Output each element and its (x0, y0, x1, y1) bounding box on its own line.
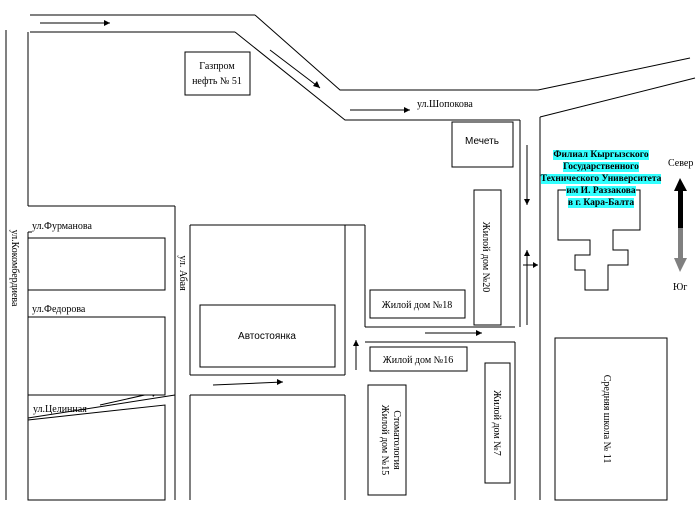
university-label-line5: в г. Кара-Балта (567, 198, 635, 208)
building-gazprom: Газпром нефть № 51 (184, 51, 251, 96)
road-celinnaya-lower (27, 394, 176, 419)
road-top-right-lower (539, 77, 696, 118)
block-fedorova-celinnaya (27, 316, 166, 396)
compass-south-arrow-icon (674, 228, 687, 272)
gazprom-label-1: Газпром (199, 61, 235, 72)
university-building (557, 189, 641, 291)
building-house-16: Жилой дом №16 (369, 346, 468, 372)
arrow-east-right-head (533, 262, 538, 268)
street-label-fedorova: ул.Федорова (32, 304, 86, 315)
compass: Север Юг (668, 158, 693, 293)
compass-south-label: Юг (673, 282, 687, 293)
school-label: Средняя школа № 11 (601, 375, 612, 464)
university-label-line2: Государственного (563, 162, 639, 172)
arrow-top-diagonal-1-head (313, 81, 320, 88)
street-label-celinnaya: ул.Целинная (33, 404, 87, 415)
building-house-20: Жилой дом №20 (473, 189, 502, 326)
university-label-line4: им И. Раззакова (566, 186, 636, 196)
house15-label-2: Стоматология (391, 410, 402, 470)
block-furmanova-fedorova (27, 237, 166, 291)
university-label-line1: Филиал Кыргызского (553, 150, 649, 160)
building-parking: Автостоянка (199, 304, 336, 368)
university-label: Филиал Кыргызского Государственного Техн… (537, 149, 665, 211)
building-house-18: Жилой дом №18 (369, 289, 466, 319)
building-house-15: Жилой дом №15 Стоматология (367, 384, 407, 496)
street-label-abaya: ул. Абая (177, 255, 188, 291)
house15-label-1: Жилой дом №15 (379, 405, 390, 475)
house20-label: Жилой дом №20 (480, 222, 491, 292)
house18-label: Жилой дом №18 (382, 300, 452, 311)
building-house-7: Жилой дом №7 (484, 362, 511, 484)
arrow-east-down-head (524, 199, 530, 205)
road-top-upper-curve (254, 14, 538, 91)
arrow-center-up-head (353, 340, 359, 346)
mosque-label: Мечеть (465, 136, 499, 147)
arrow-center-right-head (476, 330, 482, 336)
road-network (5, 14, 696, 500)
parking-label: Автостоянка (238, 331, 296, 342)
compass-north-arrow-icon (674, 178, 687, 228)
building-school-11: Средняя школа № 11 (554, 337, 668, 501)
university-label-line3: Технического Университета (540, 174, 662, 184)
arrow-top-diagonal-1 (269, 49, 321, 89)
compass-north-label: Север (668, 158, 693, 169)
street-label-kokombekova: ул.Кокомбердиева (9, 230, 20, 307)
arrow-top-left-head (104, 20, 110, 26)
arrow-lower-right (212, 381, 284, 386)
gazprom-label-2: нефть № 51 (192, 76, 242, 87)
arrow-shopokova-head (404, 107, 410, 113)
arrow-east-up-head (524, 250, 530, 256)
street-label-furmanova: ул.Фурманова (32, 221, 92, 232)
block-celinnaya-south (27, 404, 166, 501)
road-top-lower-curve (234, 31, 520, 121)
house7-label: Жилой дом №7 (491, 390, 502, 455)
street-label-shopokova: ул.Шопокова (417, 99, 473, 110)
building-mosque: Мечеть (451, 121, 514, 168)
house16-label: Жилой дом №16 (383, 355, 453, 366)
road-top-right-upper (537, 57, 691, 91)
arrow-lower-right-head (277, 379, 283, 385)
